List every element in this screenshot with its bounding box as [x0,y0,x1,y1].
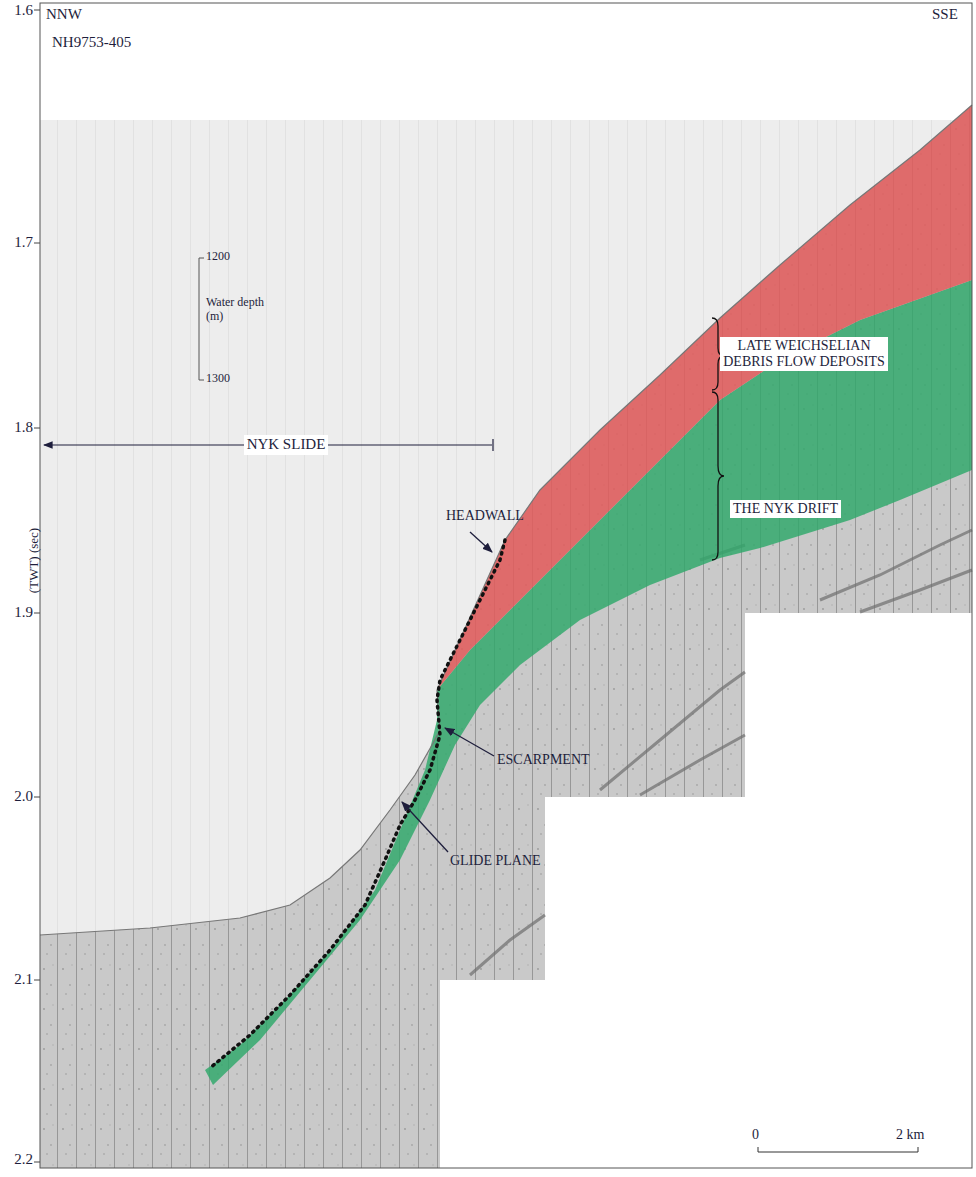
seafloor [40,105,972,935]
distance-scale-bar [758,1147,918,1152]
leader-arrows [402,532,494,852]
scale-value: 0 [752,1127,759,1143]
unit-label: LATE WEICHSELIAN DEBRIS FLOW DEPOSITS [720,337,888,371]
glide-plane-line [210,700,440,1068]
axis-tick-label: 2.2 [14,1151,33,1168]
debris-flow-layer [437,105,972,690]
feature-label: GLIDE PLANE [450,853,541,869]
plot-frame [40,3,972,1168]
depth-scale-bar [199,258,204,380]
feature-label: ESCARPMENT [497,752,590,768]
axis-tick-label: 1.8 [14,419,33,436]
nyk-drift-layer [205,280,972,1085]
depth-scale-title: Water depth (m) [206,296,268,324]
profile-id: NH9753-405 [52,34,131,51]
axis-tick-label: 1.7 [14,234,33,251]
depth-scale-value: 1200 [206,250,230,264]
direction-label: NNW [46,6,82,23]
slide-extent-label: NYK SLIDE [244,435,329,454]
depth-scale-value: 1300 [206,372,230,386]
axis-tick-label: 2.0 [14,788,33,805]
axis-tick-label: 1.9 [14,604,33,621]
headwall-line [437,540,505,700]
sediment-region [40,105,972,1168]
axis-tick-label: 2.1 [14,971,33,988]
axis-tick-label: 1.6 [14,2,33,19]
scale-value: 2 km [896,1127,924,1143]
unit-label: THE NYK DRIFT [730,500,841,518]
feature-label: HEADWALL [446,508,524,524]
direction-label: SSE [932,6,958,23]
axis-title: (TWT) (sec) [27,527,42,592]
